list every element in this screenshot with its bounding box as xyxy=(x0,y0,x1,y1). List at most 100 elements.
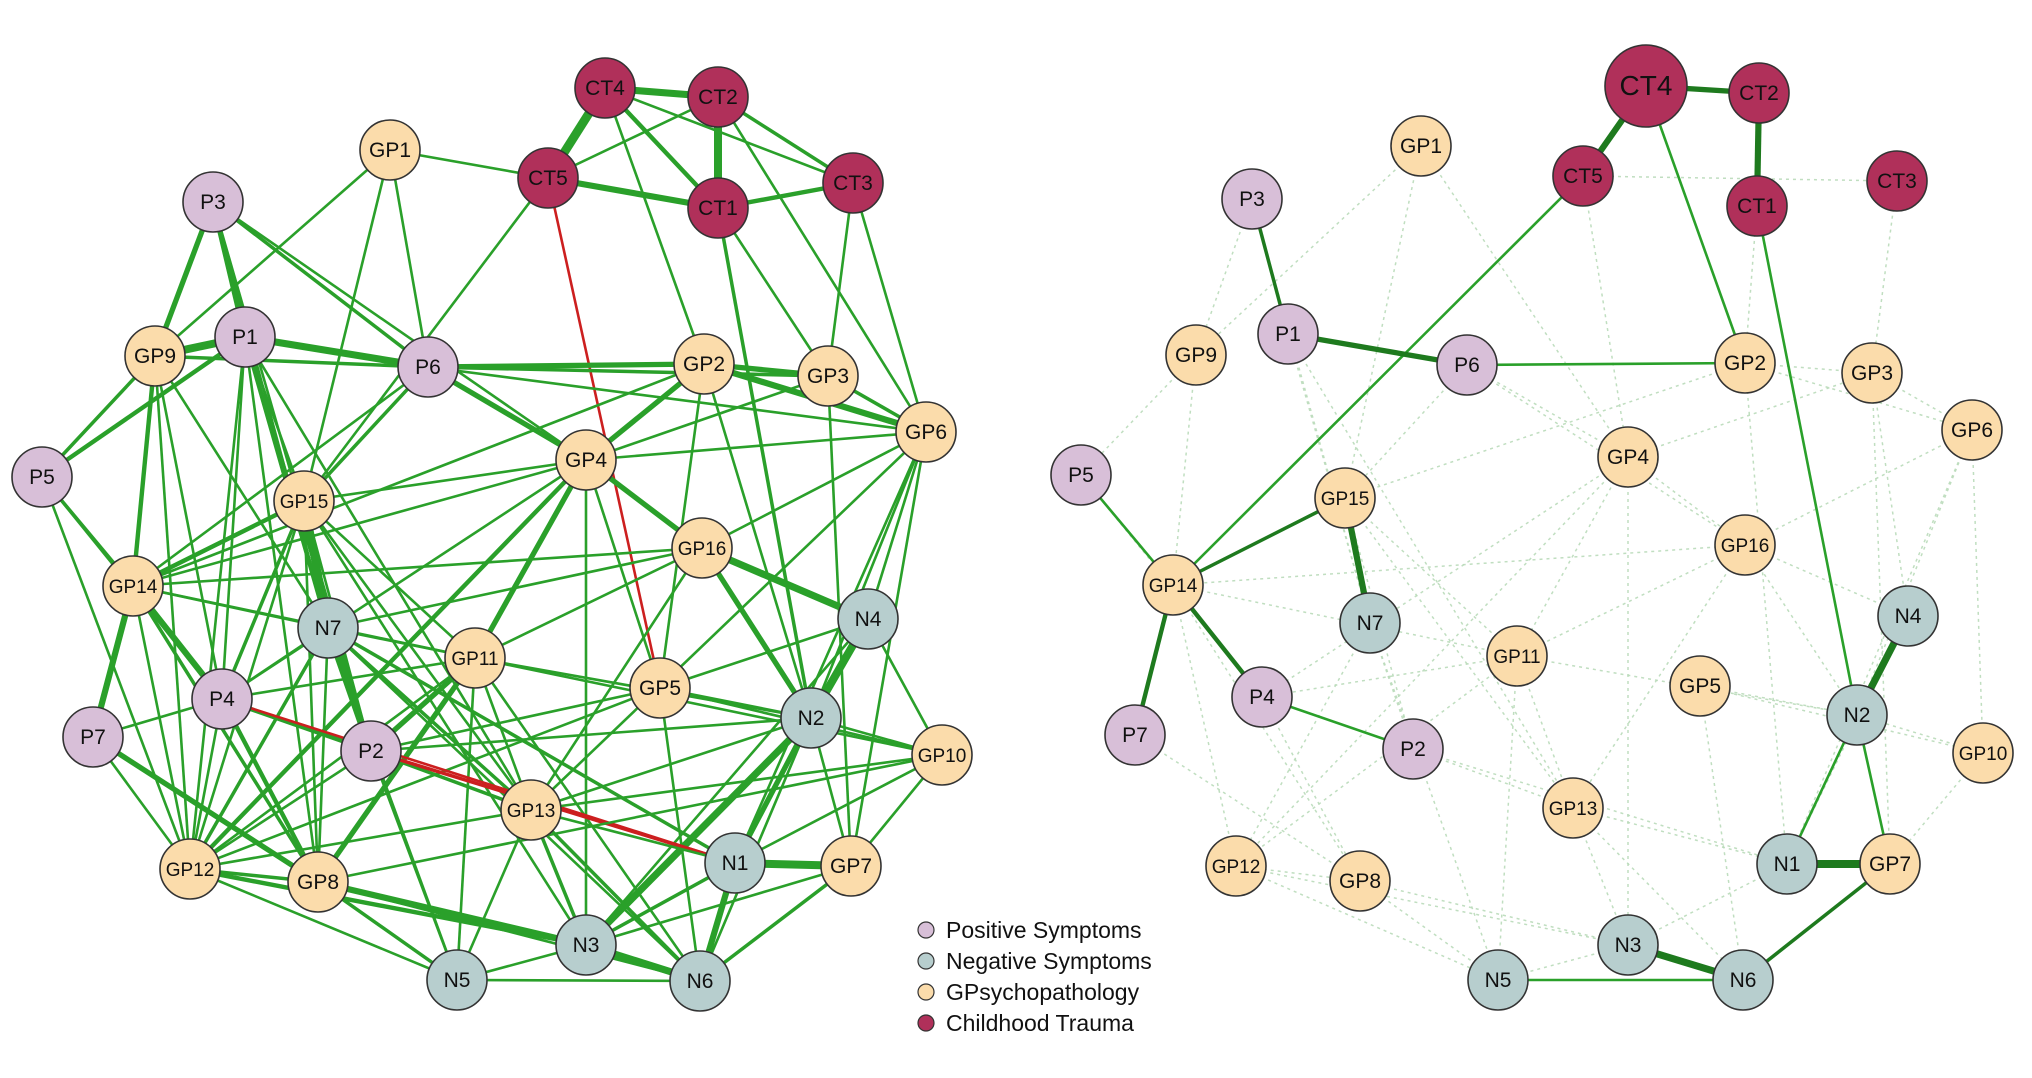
legend-item-trauma: Childhood Trauma xyxy=(917,1010,1134,1036)
left-node-label-gp1: GP1 xyxy=(369,139,411,162)
left-edge-gp2-gp14 xyxy=(132,362,705,588)
left-edge-gp15-gp14 xyxy=(132,499,305,588)
right-node-gp4: GP4 xyxy=(1597,426,1659,488)
left-edge-p6-gp3 xyxy=(427,365,829,378)
right-node-circle-n1 xyxy=(1756,833,1818,895)
right-faint-edge-gp6-n2 xyxy=(1856,429,1973,716)
left-edge-gp9-p6 xyxy=(154,354,429,369)
right-node-circle-gp10 xyxy=(1952,722,2014,784)
right-node-label-gp11: GP11 xyxy=(1493,647,1540,668)
left-node-label-n7: N7 xyxy=(315,617,342,640)
left-node-circle-gp16 xyxy=(671,517,733,579)
right-faint-edge-p7-gp8 xyxy=(1134,734,1361,882)
right-node-gp9: GP9 xyxy=(1165,324,1227,386)
left-node-circle-gp4 xyxy=(555,429,617,491)
right-node-gp11: GP11 xyxy=(1486,625,1548,687)
left-node-label-gp9: GP9 xyxy=(134,345,176,368)
left-node-label-n5: N5 xyxy=(444,969,471,992)
left-edge-gp6-n2 xyxy=(809,431,928,719)
left-edge-gp6-gp16 xyxy=(701,430,927,550)
right-node-label-p4: P4 xyxy=(1249,686,1275,709)
right-node-n7: N7 xyxy=(1339,592,1401,654)
left-node-label-n3: N3 xyxy=(573,934,600,957)
left-node-circle-p6 xyxy=(397,336,459,398)
left-edge-n2-p2 xyxy=(370,716,812,753)
left-node-circle-n7 xyxy=(297,597,359,659)
left-edge-n7-gp12 xyxy=(188,627,330,870)
right-node-circle-ct4 xyxy=(1604,44,1688,128)
left-node-label-gp8: GP8 xyxy=(297,871,339,894)
right-node-circle-n6 xyxy=(1712,949,1774,1011)
left-edge-p2-n5 xyxy=(369,750,459,981)
left-node-label-gp11: GP11 xyxy=(451,649,498,670)
left-node-label-ct1: CT1 xyxy=(698,197,738,220)
left-edge-p6-gp14 xyxy=(132,365,429,588)
right-node-circle-n5 xyxy=(1467,949,1529,1011)
right-faint-edge-gp16-n2 xyxy=(1744,544,1858,716)
right-edge-ct1-n2 xyxy=(1755,205,1859,716)
right-node-label-gp8: GP8 xyxy=(1339,870,1381,893)
right-faint-edge-gp1-gp9 xyxy=(1195,145,1422,356)
left-node-n1: N1 xyxy=(704,832,766,894)
right-node-p7: P7 xyxy=(1104,704,1166,766)
right-faint-edge-p1-gp13 xyxy=(1287,333,1574,809)
right-node-label-ct4: CT4 xyxy=(1620,70,1673,101)
left-node-n6: N6 xyxy=(669,950,731,1012)
left-edge-gp1-gp9 xyxy=(154,149,391,357)
right-node-n5: N5 xyxy=(1467,949,1529,1011)
left-edge-n7-gp8 xyxy=(316,627,330,883)
left-edge-gp15-p4 xyxy=(220,500,306,700)
left-node-gp11: GP11 xyxy=(444,627,506,689)
legend-marker-negative xyxy=(917,952,935,970)
left-edge-p5-gp12 xyxy=(40,476,192,870)
right-faint-edge-p3-n7 xyxy=(1251,198,1371,624)
right-edge-p6-gp2 xyxy=(1466,361,1746,367)
left-edge-gp12-n5 xyxy=(189,867,458,982)
right-faint-edge-gp14-gp8 xyxy=(1172,584,1361,882)
right-node-gp7: GP7 xyxy=(1859,833,1921,895)
legend-label-trauma: Childhood Trauma xyxy=(946,1010,1134,1036)
right-node-circle-p2 xyxy=(1382,718,1444,780)
right-node-gp1: GP1 xyxy=(1390,115,1452,177)
left-edge-ct1-gp3 xyxy=(716,207,830,377)
right-node-ct2: CT2 xyxy=(1728,62,1790,124)
left-node-circle-p1 xyxy=(214,306,276,368)
left-node-label-n1: N1 xyxy=(722,852,749,875)
left-edge-p4-gp8 xyxy=(220,697,320,884)
right-node-label-p3: P3 xyxy=(1239,188,1265,211)
right-node-circle-p3 xyxy=(1221,168,1283,230)
right-faint-edge-gp5-n6 xyxy=(1699,685,1744,981)
left-edge-n5-n6 xyxy=(456,978,701,983)
right-node-label-gp5: GP5 xyxy=(1679,675,1721,698)
right-node-circle-gp13 xyxy=(1542,777,1604,839)
left-edge-p1-gp8 xyxy=(243,336,320,883)
right-node-p1: P1 xyxy=(1257,303,1319,365)
right-faint-edge-gp2-n1 xyxy=(1744,362,1788,865)
right-node-n2: N2 xyxy=(1826,684,1888,746)
right-node-circle-gp11 xyxy=(1486,625,1548,687)
left-node-n3: N3 xyxy=(555,914,617,976)
right-node-label-ct5: CT5 xyxy=(1563,165,1603,188)
left-node-circle-n3 xyxy=(555,914,617,976)
left-node-label-p4: P4 xyxy=(209,688,235,711)
right-node-n6: N6 xyxy=(1712,949,1774,1011)
right-node-p2: P2 xyxy=(1382,718,1444,780)
left-node-gp15: GP15 xyxy=(273,470,335,532)
left-node-circle-ct4 xyxy=(574,57,636,119)
right-node-circle-ct5 xyxy=(1552,145,1614,207)
left-edge-gp10-n1 xyxy=(734,753,943,865)
right-node-label-p5: P5 xyxy=(1068,464,1094,487)
right-faint-edge-gp16-gp13 xyxy=(1572,544,1746,809)
left-node-label-p7: P7 xyxy=(80,726,106,749)
left-edge-gp11-gp10 xyxy=(474,656,943,757)
right-node-p6: P6 xyxy=(1436,334,1498,396)
right-node-label-n1: N1 xyxy=(1774,853,1801,876)
left-edge-p2-gp12 xyxy=(189,749,372,871)
right-faint-edge-gp11-n2 xyxy=(1516,655,1858,716)
left-node-circle-p2 xyxy=(340,720,402,782)
left-edge-gp13-gp12 xyxy=(189,808,532,871)
left-node-circle-gp8 xyxy=(287,851,349,913)
left-edge-p1-p6 xyxy=(244,333,429,371)
